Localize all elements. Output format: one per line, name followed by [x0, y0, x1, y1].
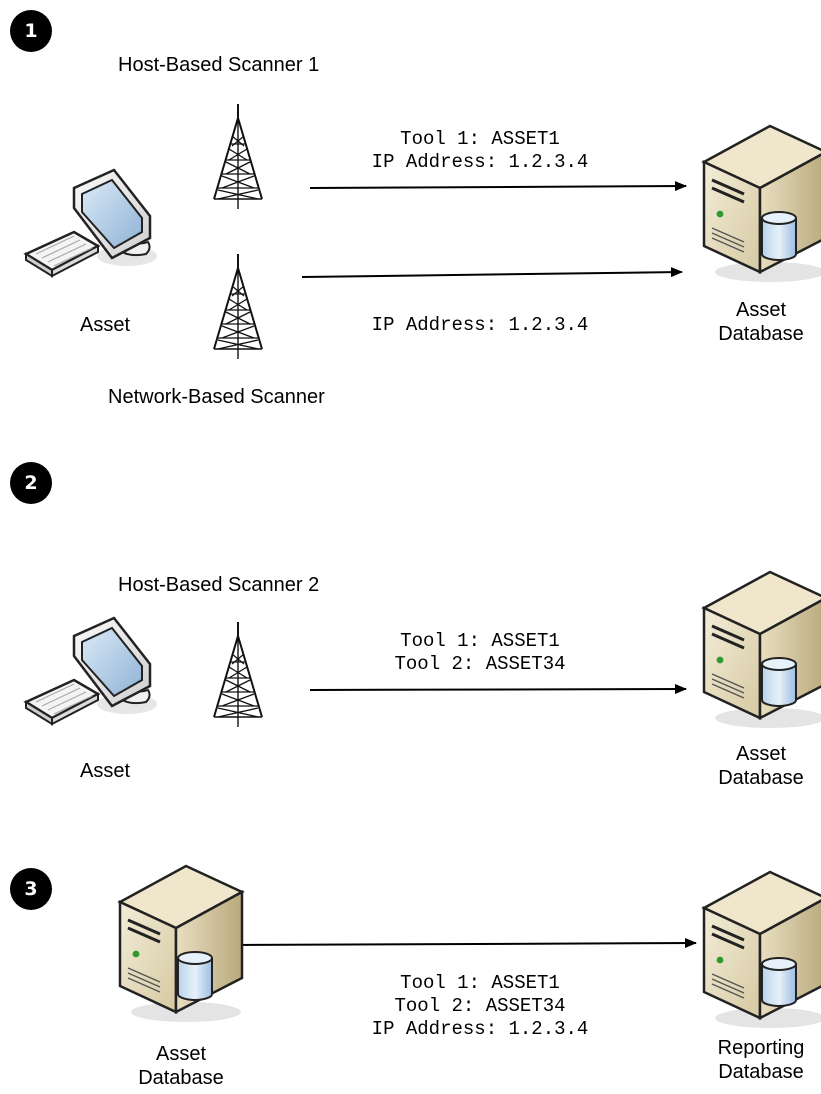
- flow-line: Tool 1: ASSET1: [400, 128, 560, 150]
- desktop-computer-icon: [22, 616, 162, 746]
- flow-label-host-2: Tool 1: ASSET1 Tool 2: ASSET34: [330, 630, 630, 676]
- arrow-s3-report: [235, 938, 697, 949]
- arrow-s2-host: [309, 684, 687, 695]
- arrow-s1-host: [309, 181, 687, 192]
- flow-line: Tool 2: ASSET34: [394, 995, 566, 1017]
- reporting-database-label: Reporting Database: [717, 1037, 805, 1083]
- flow-line: Tool 1: ASSET1: [400, 972, 560, 994]
- step-badge-3: 3: [10, 868, 52, 910]
- flow-label-network: IP Address: 1.2.3.4: [330, 314, 630, 337]
- asset-database-label: Asset Database: [138, 1043, 224, 1089]
- host-scanner-label: Host-Based Scanner 2: [118, 574, 320, 596]
- asset-database-label: Asset Database: [718, 299, 804, 345]
- flow-label-report: Tool 1: ASSET1 Tool 2: ASSET34 IP Addres…: [330, 972, 630, 1041]
- database-server-icon: [116, 862, 246, 1027]
- flow-line: Tool 2: ASSET34: [394, 653, 566, 675]
- database-server-icon: [700, 568, 821, 733]
- flow-line: IP Address: 1.2.3.4: [371, 151, 589, 173]
- flow-line: IP Address: 1.2.3.4: [371, 314, 589, 336]
- flow-line: Tool 1: ASSET1: [400, 630, 560, 652]
- antenna-tower-icon: [208, 622, 268, 732]
- antenna-tower-icon: [208, 254, 268, 364]
- asset-database-label: Asset Database: [718, 743, 804, 789]
- step-badge-2: 2: [10, 462, 52, 504]
- step-badge-1: 1: [10, 10, 52, 52]
- asset-label: Asset: [80, 314, 131, 336]
- asset-label: Asset: [80, 760, 131, 782]
- desktop-computer-icon: [22, 168, 162, 298]
- arrow-s1-network: [301, 267, 683, 278]
- flow-label-host: Tool 1: ASSET1 IP Address: 1.2.3.4: [330, 128, 630, 174]
- database-server-icon: [700, 122, 821, 287]
- flow-line: IP Address: 1.2.3.4: [371, 1018, 589, 1040]
- database-server-icon: [700, 868, 821, 1033]
- antenna-tower-icon: [208, 104, 268, 214]
- host-scanner-label: Host-Based Scanner 1: [118, 54, 320, 76]
- network-scanner-label: Network-Based Scanner: [108, 386, 325, 408]
